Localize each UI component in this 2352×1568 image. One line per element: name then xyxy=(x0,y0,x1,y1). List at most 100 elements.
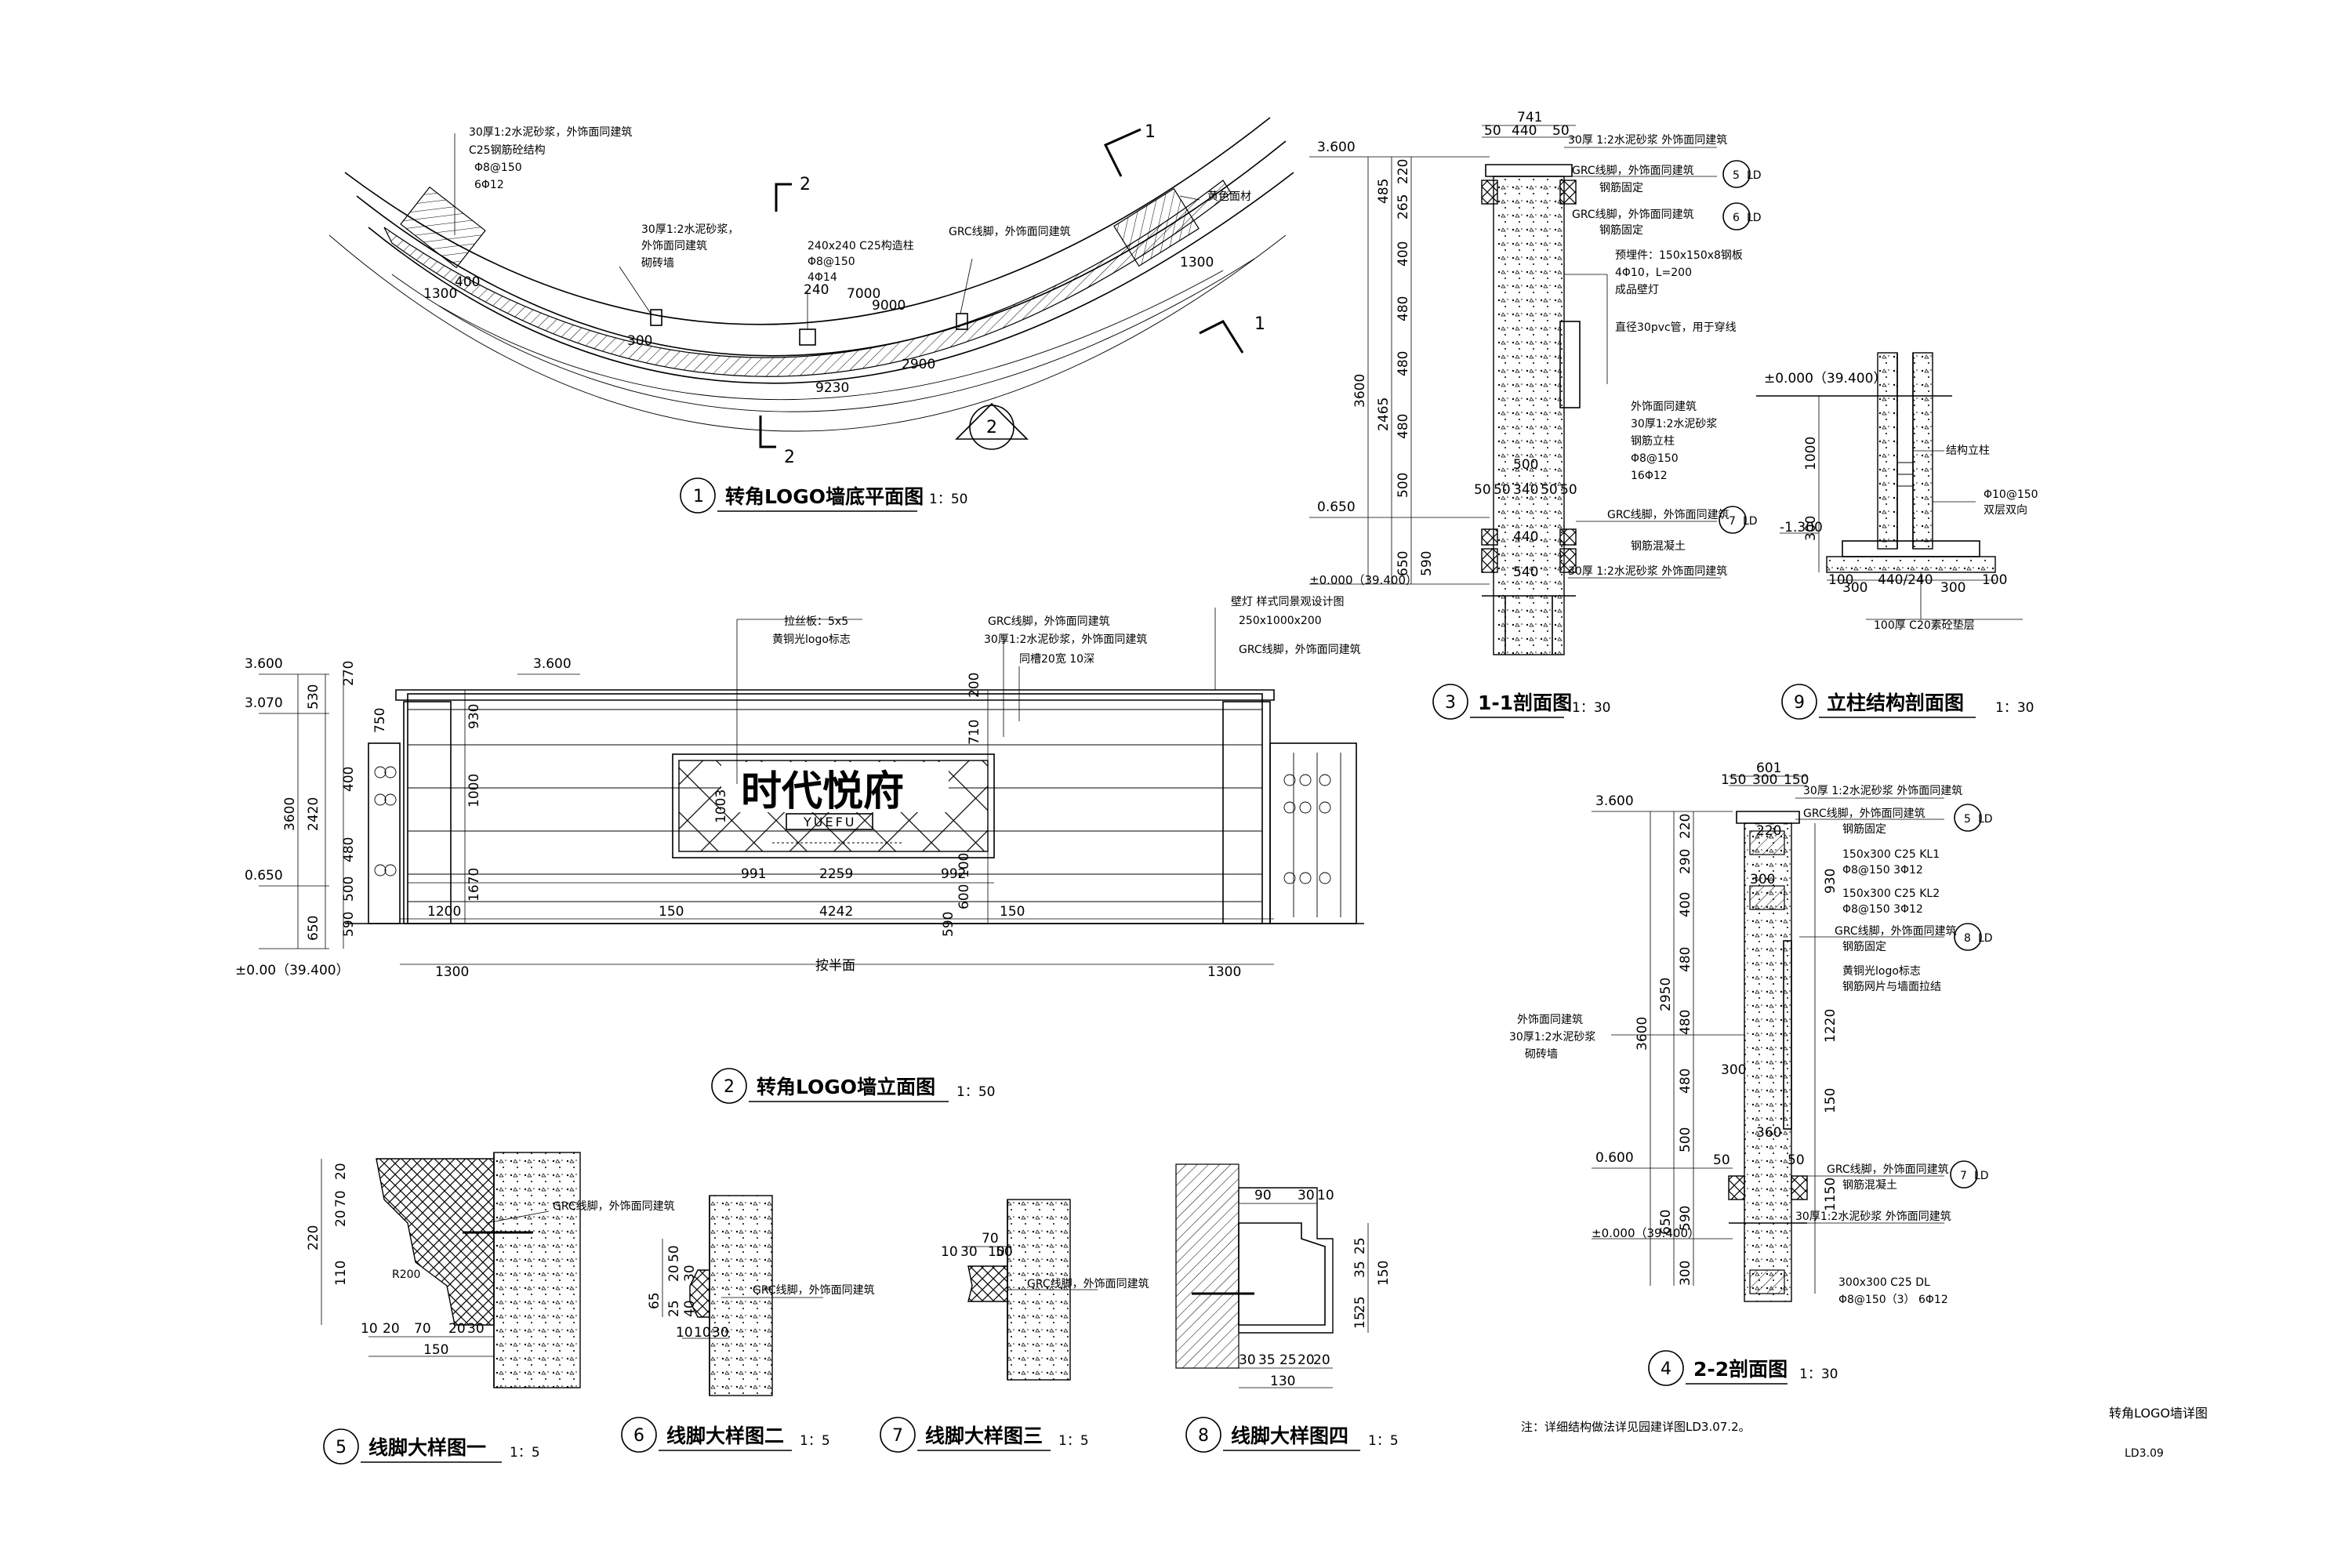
plan-note-10: 4Φ14 xyxy=(808,271,837,284)
svg-text:钢筋固定: 钢筋固定 xyxy=(1842,822,1886,836)
svg-text:30厚 1:2水泥砂浆 外饰面同建筑: 30厚 1:2水泥砂浆 外饰面同建筑 xyxy=(1568,565,1727,578)
s11-dim-10: 500 xyxy=(1396,473,1411,498)
view5-scale: 1：5 xyxy=(510,1445,540,1461)
plan-note-2: C25钢筋砼结构 xyxy=(469,143,546,157)
plan-section-mark-2a: 2 xyxy=(800,175,811,194)
s22-dim-3: 220 xyxy=(1678,814,1693,839)
view8-scale: 1：5 xyxy=(1368,1433,1399,1449)
view7-scale: 1：5 xyxy=(1058,1433,1089,1449)
view3-scale: 1：30 xyxy=(1572,700,1610,716)
s22-level-1: 3.600 xyxy=(1595,793,1634,809)
elev-dims-mid: 930 1000 1670 710 200 1003 590 600 100 xyxy=(464,673,989,937)
svg-text:钢筋立柱: 钢筋立柱 xyxy=(1631,434,1675,448)
s9-level-2: -1.300 xyxy=(1780,520,1823,535)
svg-text:650: 650 xyxy=(306,916,321,941)
view7-number: 7 xyxy=(892,1426,903,1446)
svg-text:GRC线脚，外饰面同建筑: GRC线脚，外饰面同建筑 xyxy=(1572,165,1694,177)
svg-text:50: 50 xyxy=(996,1244,1013,1260)
s11-bdim-4: 50 xyxy=(1541,482,1558,498)
svg-text:GRC线脚，外饰面同建筑: GRC线脚，外饰面同建筑 xyxy=(1827,1163,1949,1176)
svg-text:35: 35 xyxy=(1352,1261,1368,1278)
elev-levels: 3.600 3.070 0.650 ±0.00（39.400） 3.600 xyxy=(235,656,580,978)
svg-text:90: 90 xyxy=(1254,1188,1272,1203)
svg-text:直径30pvc管，用于穿线: 直径30pvc管，用于穿线 xyxy=(1615,321,1737,334)
elev-note-5: 同槽20宽 10深 xyxy=(1019,652,1094,666)
s22-idim-6: 220 xyxy=(1756,823,1781,839)
svg-text:150: 150 xyxy=(423,1342,448,1358)
logo-text-cn: 时代悦府 xyxy=(741,768,904,815)
svg-text:GRC线脚，外饰面同建筑: GRC线脚，外饰面同建筑 xyxy=(1803,808,1926,820)
svg-text:710: 710 xyxy=(967,720,982,745)
svg-text:100: 100 xyxy=(956,853,972,878)
s9-note-3: 双层双向 xyxy=(1984,504,2027,517)
s22-idim-4: 50 xyxy=(1713,1152,1730,1168)
svg-text:590: 590 xyxy=(941,912,956,937)
svg-text:30: 30 xyxy=(712,1325,729,1341)
s22-idim-2: 300 xyxy=(1721,1062,1746,1078)
svg-text:LD: LD xyxy=(1743,515,1758,528)
view8-number: 8 xyxy=(1198,1426,1209,1446)
svg-text:成品壁灯: 成品壁灯 xyxy=(1615,284,1659,296)
s11-bdim-2: 50 xyxy=(1494,482,1511,498)
s9-dim-4: 440/240 xyxy=(1878,572,1933,588)
plan-dim-a: 1300 xyxy=(423,286,457,302)
svg-text:750: 750 xyxy=(372,708,388,733)
s11-level-1: 3.600 xyxy=(1317,140,1356,155)
view4-number: 4 xyxy=(1661,1359,1671,1379)
view8-title: 线脚大样图四 xyxy=(1231,1425,1348,1447)
svg-text:1300: 1300 xyxy=(1207,964,1241,980)
view9-title: 立柱结构剖面图 xyxy=(1827,691,1964,714)
svg-text:3.600: 3.600 xyxy=(533,656,572,672)
s11-level-3: ±0.000（39.400） xyxy=(1309,573,1417,587)
s22-top-dim-2: 150 xyxy=(1721,772,1746,788)
svg-text:R200: R200 xyxy=(392,1269,420,1281)
s11-dim-9: 480 xyxy=(1396,414,1411,439)
svg-text:50: 50 xyxy=(666,1245,682,1262)
logo-text-en: YUEFU xyxy=(803,815,857,829)
svg-text:16Φ12: 16Φ12 xyxy=(1631,470,1668,482)
svg-text:Φ8@150 3Φ12: Φ8@150 3Φ12 xyxy=(1842,864,1923,877)
plan-dim-c: 300 xyxy=(627,333,652,349)
svg-text:7: 7 xyxy=(1729,515,1736,528)
s9-dim-2: 300 xyxy=(1803,516,1819,541)
svg-text:25: 25 xyxy=(1279,1352,1297,1368)
svg-text:钢筋固定: 钢筋固定 xyxy=(1599,223,1643,237)
elev-note-8: GRC线脚，外饰面同建筑 xyxy=(1239,644,1361,656)
svg-text:30厚 1:2水泥砂浆 外饰面同建筑: 30厚 1:2水泥砂浆 外饰面同建筑 xyxy=(1568,134,1727,147)
svg-text:2: 2 xyxy=(986,418,997,437)
s9-dim-7: 100 xyxy=(1982,572,2007,588)
plan-dim-f: 9000 xyxy=(872,298,906,314)
sheet-code: LD3.09 xyxy=(2125,1447,2164,1460)
view3-title: 1-1剖面图 xyxy=(1478,691,1572,714)
s11-bdim-6: 440 xyxy=(1513,529,1538,545)
svg-text:10: 10 xyxy=(694,1325,711,1341)
plan-note-4: 6Φ12 xyxy=(474,179,504,191)
s22-level-3: ±0.000（39.400） xyxy=(1592,1226,1700,1240)
svg-text:4Φ10，L=200: 4Φ10，L=200 xyxy=(1615,267,1692,279)
s22-dim-8: 480 xyxy=(1678,1069,1693,1094)
plan-view: 30厚1:2水泥砂浆，外饰面同建筑 C25钢筋砼结构 Φ8@150 6Φ12 3… xyxy=(328,117,1294,514)
s22-dim-5: 400 xyxy=(1678,892,1693,917)
plan-section-mark-1b: 1 xyxy=(1254,314,1265,334)
s11-top-dim-2: 50 xyxy=(1484,123,1501,139)
svg-text:8: 8 xyxy=(1964,932,1971,945)
svg-text:25: 25 xyxy=(1352,1237,1368,1254)
svg-text:70: 70 xyxy=(982,1231,999,1247)
plan-dim-g: 2900 xyxy=(902,357,935,372)
view6-title: 线脚大样图二 xyxy=(666,1425,784,1447)
svg-text:黄铜光logo标志: 黄铜光logo标志 xyxy=(1842,964,1921,978)
s22-dim-6: 480 xyxy=(1678,947,1693,972)
view2-number: 2 xyxy=(724,1077,735,1097)
view4-scale: 1：30 xyxy=(1799,1367,1838,1382)
svg-text:0.650: 0.650 xyxy=(245,868,283,884)
svg-text:10: 10 xyxy=(1317,1188,1334,1203)
svg-text:GRC线脚，外饰面同建筑: GRC线脚，外饰面同建筑 xyxy=(1835,925,1957,938)
svg-text:10: 10 xyxy=(361,1321,378,1337)
elevation-view: 时代悦府 YUEFU 拉丝板：5x5 黄铜光logo标志 GRC线脚，外饰面同建… xyxy=(235,596,1364,1104)
s22-rdim-2: 1220 xyxy=(1823,1009,1838,1043)
svg-text:200: 200 xyxy=(967,673,982,698)
plan-note-12: 黄色面材 xyxy=(1207,190,1251,203)
svg-text:30厚 1:2水泥砂浆 外饰面同建筑: 30厚 1:2水泥砂浆 外饰面同建筑 xyxy=(1803,785,1962,797)
view3-number: 3 xyxy=(1445,693,1456,713)
svg-text:5: 5 xyxy=(1733,169,1740,182)
